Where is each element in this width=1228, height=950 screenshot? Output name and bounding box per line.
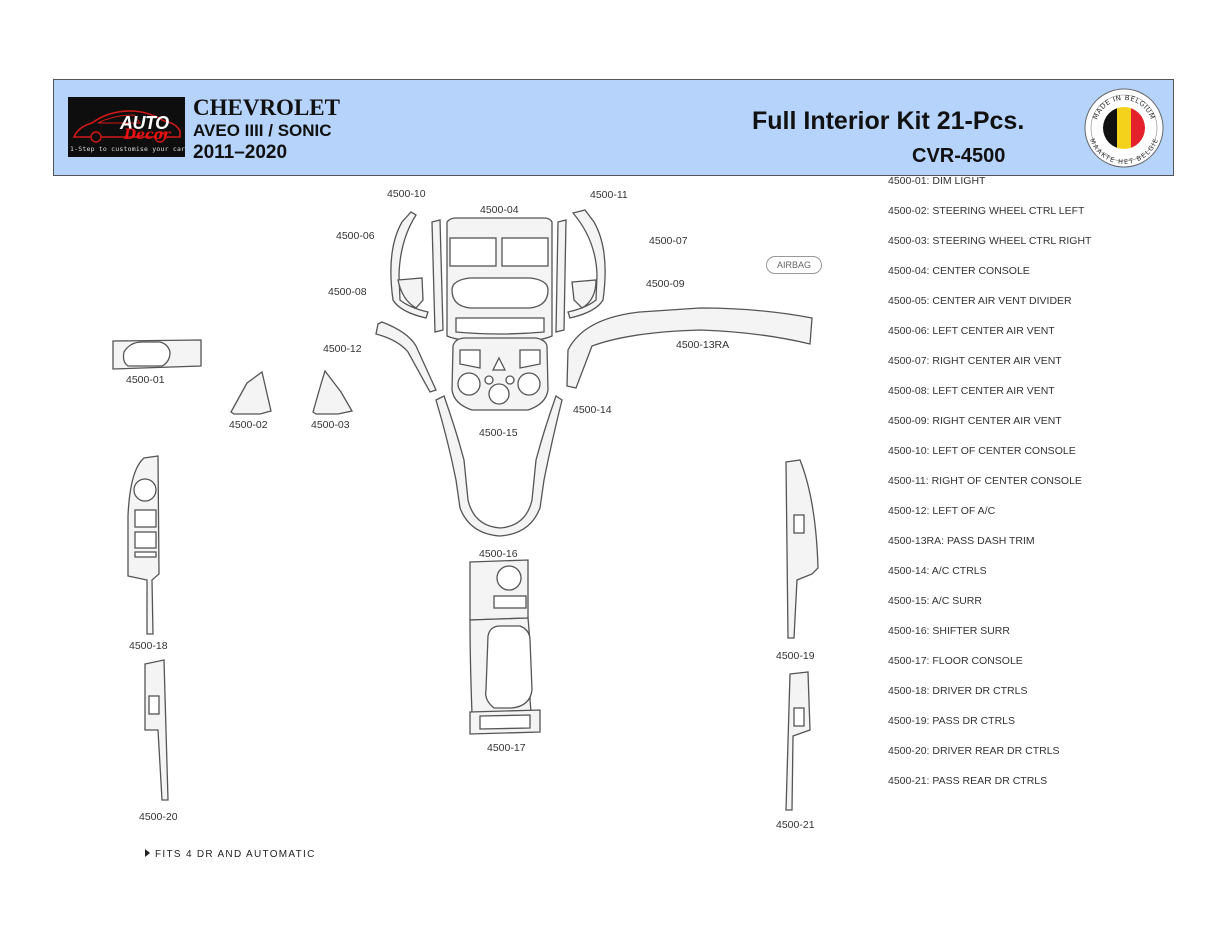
part-4500-12-shape xyxy=(375,321,437,393)
legend-item: 4500-14: A/C CTRLS xyxy=(888,565,987,577)
legend-item: 4500-12: LEFT OF A/C xyxy=(888,505,996,517)
logo-decor-text: Decor xyxy=(124,127,171,143)
legend-item: 4500-10: LEFT OF CENTER CONSOLE xyxy=(888,445,1076,457)
legend-item: 4500-15: A/C SURR xyxy=(888,595,982,607)
model-years: 2011–2020 xyxy=(193,142,288,163)
label-4500-04: 4500-04 xyxy=(480,204,519,216)
label-4500-03: 4500-03 xyxy=(311,419,350,431)
label-4500-06: 4500-06 xyxy=(336,230,375,242)
part-4500-18-shape xyxy=(127,455,160,635)
part-4500-21-shape xyxy=(785,671,811,811)
label-4500-19: 4500-19 xyxy=(776,650,815,662)
made-in-belgium-badge: MADE IN BELGIUM MAAKTE HET BELGIE xyxy=(1084,88,1164,168)
legend-item: 4500-02: STEERING WHEEL CTRL LEFT xyxy=(888,205,1085,217)
label-4500-13RA: 4500-13RA xyxy=(676,339,730,351)
logo-auto-text: AUTO xyxy=(120,113,169,133)
legend-item: 4500-07: RIGHT CENTER AIR VENT xyxy=(888,355,1062,367)
belgian-flag-icon xyxy=(1103,107,1145,149)
label-4500-14: 4500-14 xyxy=(573,404,612,416)
legend-item: 4500-03: STEERING WHEEL CTRL RIGHT xyxy=(888,235,1092,247)
part-4500-14-shape xyxy=(451,337,549,411)
autodecor-logo: AUTO Decor 1-Step to customise your car xyxy=(68,97,185,157)
airbag-marker: AIRBAG xyxy=(766,256,822,274)
part-4500-15-shape xyxy=(435,394,563,537)
legend-item: 4500-05: CENTER AIR VENT DIVIDER xyxy=(888,295,1072,307)
part-4500-19-shape xyxy=(785,459,819,639)
car-silhouette-icon xyxy=(72,110,181,143)
header-banner: AUTO Decor 1-Step to customise your car … xyxy=(53,79,1174,176)
legend-item: 4500-13RA: PASS DASH TRIM xyxy=(888,535,1035,547)
part-4500-20-shape xyxy=(144,659,169,801)
part-4500-01-shape xyxy=(112,339,202,370)
legend-item: 4500-09: RIGHT CENTER AIR VENT xyxy=(888,415,1062,427)
kit-title: Full Interior Kit 21-Pcs. xyxy=(752,107,1025,135)
label-4500-08: 4500-08 xyxy=(328,286,367,298)
legend-item: 4500-08: LEFT CENTER AIR VENT xyxy=(888,385,1055,397)
legend-item: 4500-16: SHIFTER SURR xyxy=(888,625,1010,637)
part-4500-03-shape xyxy=(312,369,354,415)
label-4500-18: 4500-18 xyxy=(129,640,168,652)
legend-item: 4500-20: DRIVER REAR DR CTRLS xyxy=(888,745,1060,757)
part-4500-16-shape xyxy=(469,559,529,621)
label-4500-21: 4500-21 xyxy=(776,819,815,831)
label-4500-17: 4500-17 xyxy=(487,742,526,754)
part-4500-13RA-shape xyxy=(566,307,813,389)
part-4500-02-shape xyxy=(230,370,272,415)
label-4500-12: 4500-12 xyxy=(323,343,362,355)
footnote: FITS 4 DR AND AUTOMATIC xyxy=(145,849,316,860)
label-4500-16: 4500-16 xyxy=(479,548,518,560)
kit-code: CVR-4500 xyxy=(912,145,1006,167)
legend-item: 4500-06: LEFT CENTER AIR VENT xyxy=(888,325,1055,337)
part-4500-04-shape xyxy=(446,217,553,343)
footnote-text: FITS 4 DR AND AUTOMATIC xyxy=(155,849,316,860)
brand-name: CHEVROLET xyxy=(193,95,340,120)
legend-item: 4500-11: RIGHT OF CENTER CONSOLE xyxy=(888,475,1082,487)
label-4500-07: 4500-07 xyxy=(649,235,688,247)
legend-item: 4500-21: PASS REAR DR CTRLS xyxy=(888,775,1048,787)
legend-item: 4500-01: DIM LIGHT xyxy=(888,175,986,187)
label-4500-15: 4500-15 xyxy=(479,427,518,439)
label-4500-01: 4500-01 xyxy=(126,374,165,386)
model-name: AVEO IIII / SONIC xyxy=(193,121,332,140)
part-4500-09-shape xyxy=(571,279,597,309)
triangle-bullet-icon xyxy=(145,849,150,857)
label-4500-11: 4500-11 xyxy=(590,189,628,201)
logo-tagline: 1-Step to customise your car xyxy=(70,145,185,153)
label-4500-20: 4500-20 xyxy=(139,811,178,823)
legend-item: 4500-17: FLOOR CONSOLE xyxy=(888,655,1023,667)
legend-item: 4500-04: CENTER CONSOLE xyxy=(888,265,1030,277)
label-4500-10: 4500-10 xyxy=(387,188,426,200)
part-4500-06-shape xyxy=(431,219,444,333)
part-4500-08-shape xyxy=(397,277,424,309)
legend-item: 4500-19: PASS DR CTRLS xyxy=(888,715,1016,727)
label-4500-02: 4500-02 xyxy=(229,419,268,431)
part-4500-11-shape xyxy=(567,209,606,319)
part-4500-17-shape xyxy=(469,617,541,735)
part-4500-10-shape xyxy=(390,211,429,319)
label-4500-09: 4500-09 xyxy=(646,278,685,290)
part-4500-07-shape xyxy=(555,219,567,333)
legend-item: 4500-18: DRIVER DR CTRLS xyxy=(888,685,1028,697)
